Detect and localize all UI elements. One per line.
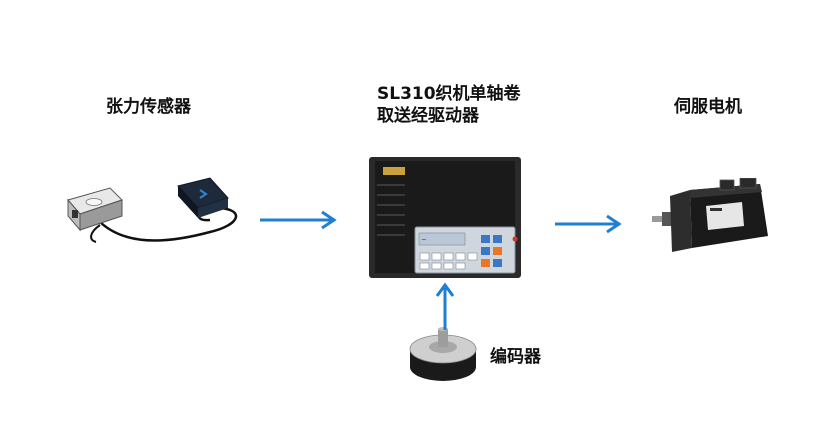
- servo-motor-label: 伺服电机: [674, 97, 742, 117]
- tension-sensor-label: 张力传感器: [106, 97, 191, 117]
- driver-label: SL310织机单轴卷 取送经驱动器: [377, 83, 521, 127]
- svg-text:~: ~: [421, 236, 427, 244]
- servo-motor-image: [650, 178, 775, 253]
- arrow-sensor-to-driver: [260, 210, 337, 230]
- tension-sensor-image: [60, 170, 250, 250]
- arrow-driver-to-motor: [555, 214, 622, 234]
- arrow-encoder-to-driver: [435, 282, 455, 330]
- encoder-label: 编码器: [490, 347, 541, 367]
- encoder-image: [405, 325, 485, 385]
- driver-image: ~: [365, 155, 525, 280]
- driver-label-line2: 取送经驱动器: [377, 106, 479, 126]
- driver-label-line1: SL310织机单轴卷: [377, 84, 521, 104]
